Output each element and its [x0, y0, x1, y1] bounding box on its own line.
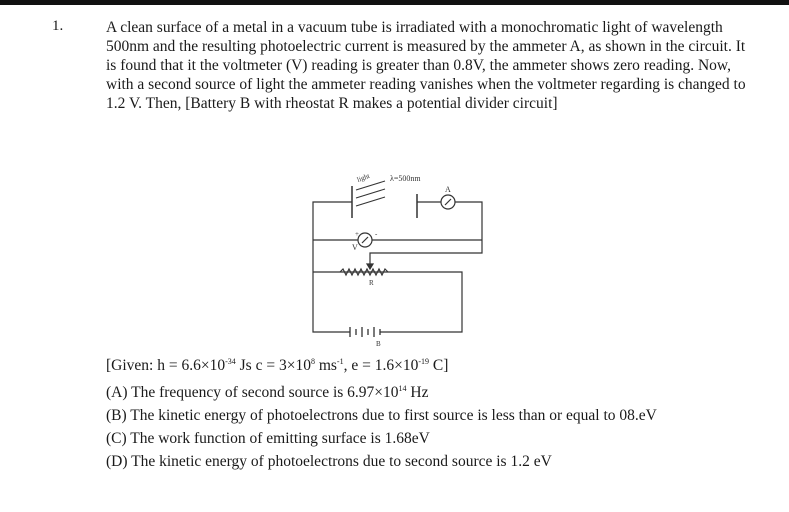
options: [Given: h = 6.6×10-34 Js c = 3×108 ms-1,… [106, 352, 756, 475]
battery-icon [349, 327, 381, 337]
voltmeter-minus: - [375, 230, 378, 238]
option-c: (C) The work function of emitting surfac… [106, 430, 430, 448]
ammeter-label: A [445, 185, 451, 194]
light-label: light [356, 172, 371, 184]
question-text: A clean surface of a metal in a vacuum t… [106, 19, 746, 112]
ammeter-icon [440, 194, 456, 210]
wavelength-label: λ=500nm [390, 174, 421, 183]
rheostat-slider-arrow [365, 263, 375, 271]
option-a: (A) The frequency of second source is 6.… [106, 384, 429, 402]
light-rays-icon [355, 180, 386, 207]
battery-label: B [376, 340, 381, 348]
voltmeter-icon [357, 232, 373, 248]
question-number: 1. [52, 18, 64, 34]
rheostat-resistor [339, 267, 389, 277]
top-border [0, 0, 789, 5]
circuit-wires [312, 201, 483, 333]
rheostat-label: R [369, 279, 374, 287]
option-d: (D) The kinetic energy of photoelectrons… [106, 453, 552, 471]
voltmeter-plus: + [355, 230, 359, 238]
voltmeter-label: V [352, 243, 358, 252]
given-line: [Given: h = 6.6×10-34 Js c = 3×108 ms-1,… [106, 357, 449, 375]
option-b: (B) The kinetic energy of photoelectrons… [106, 407, 657, 425]
